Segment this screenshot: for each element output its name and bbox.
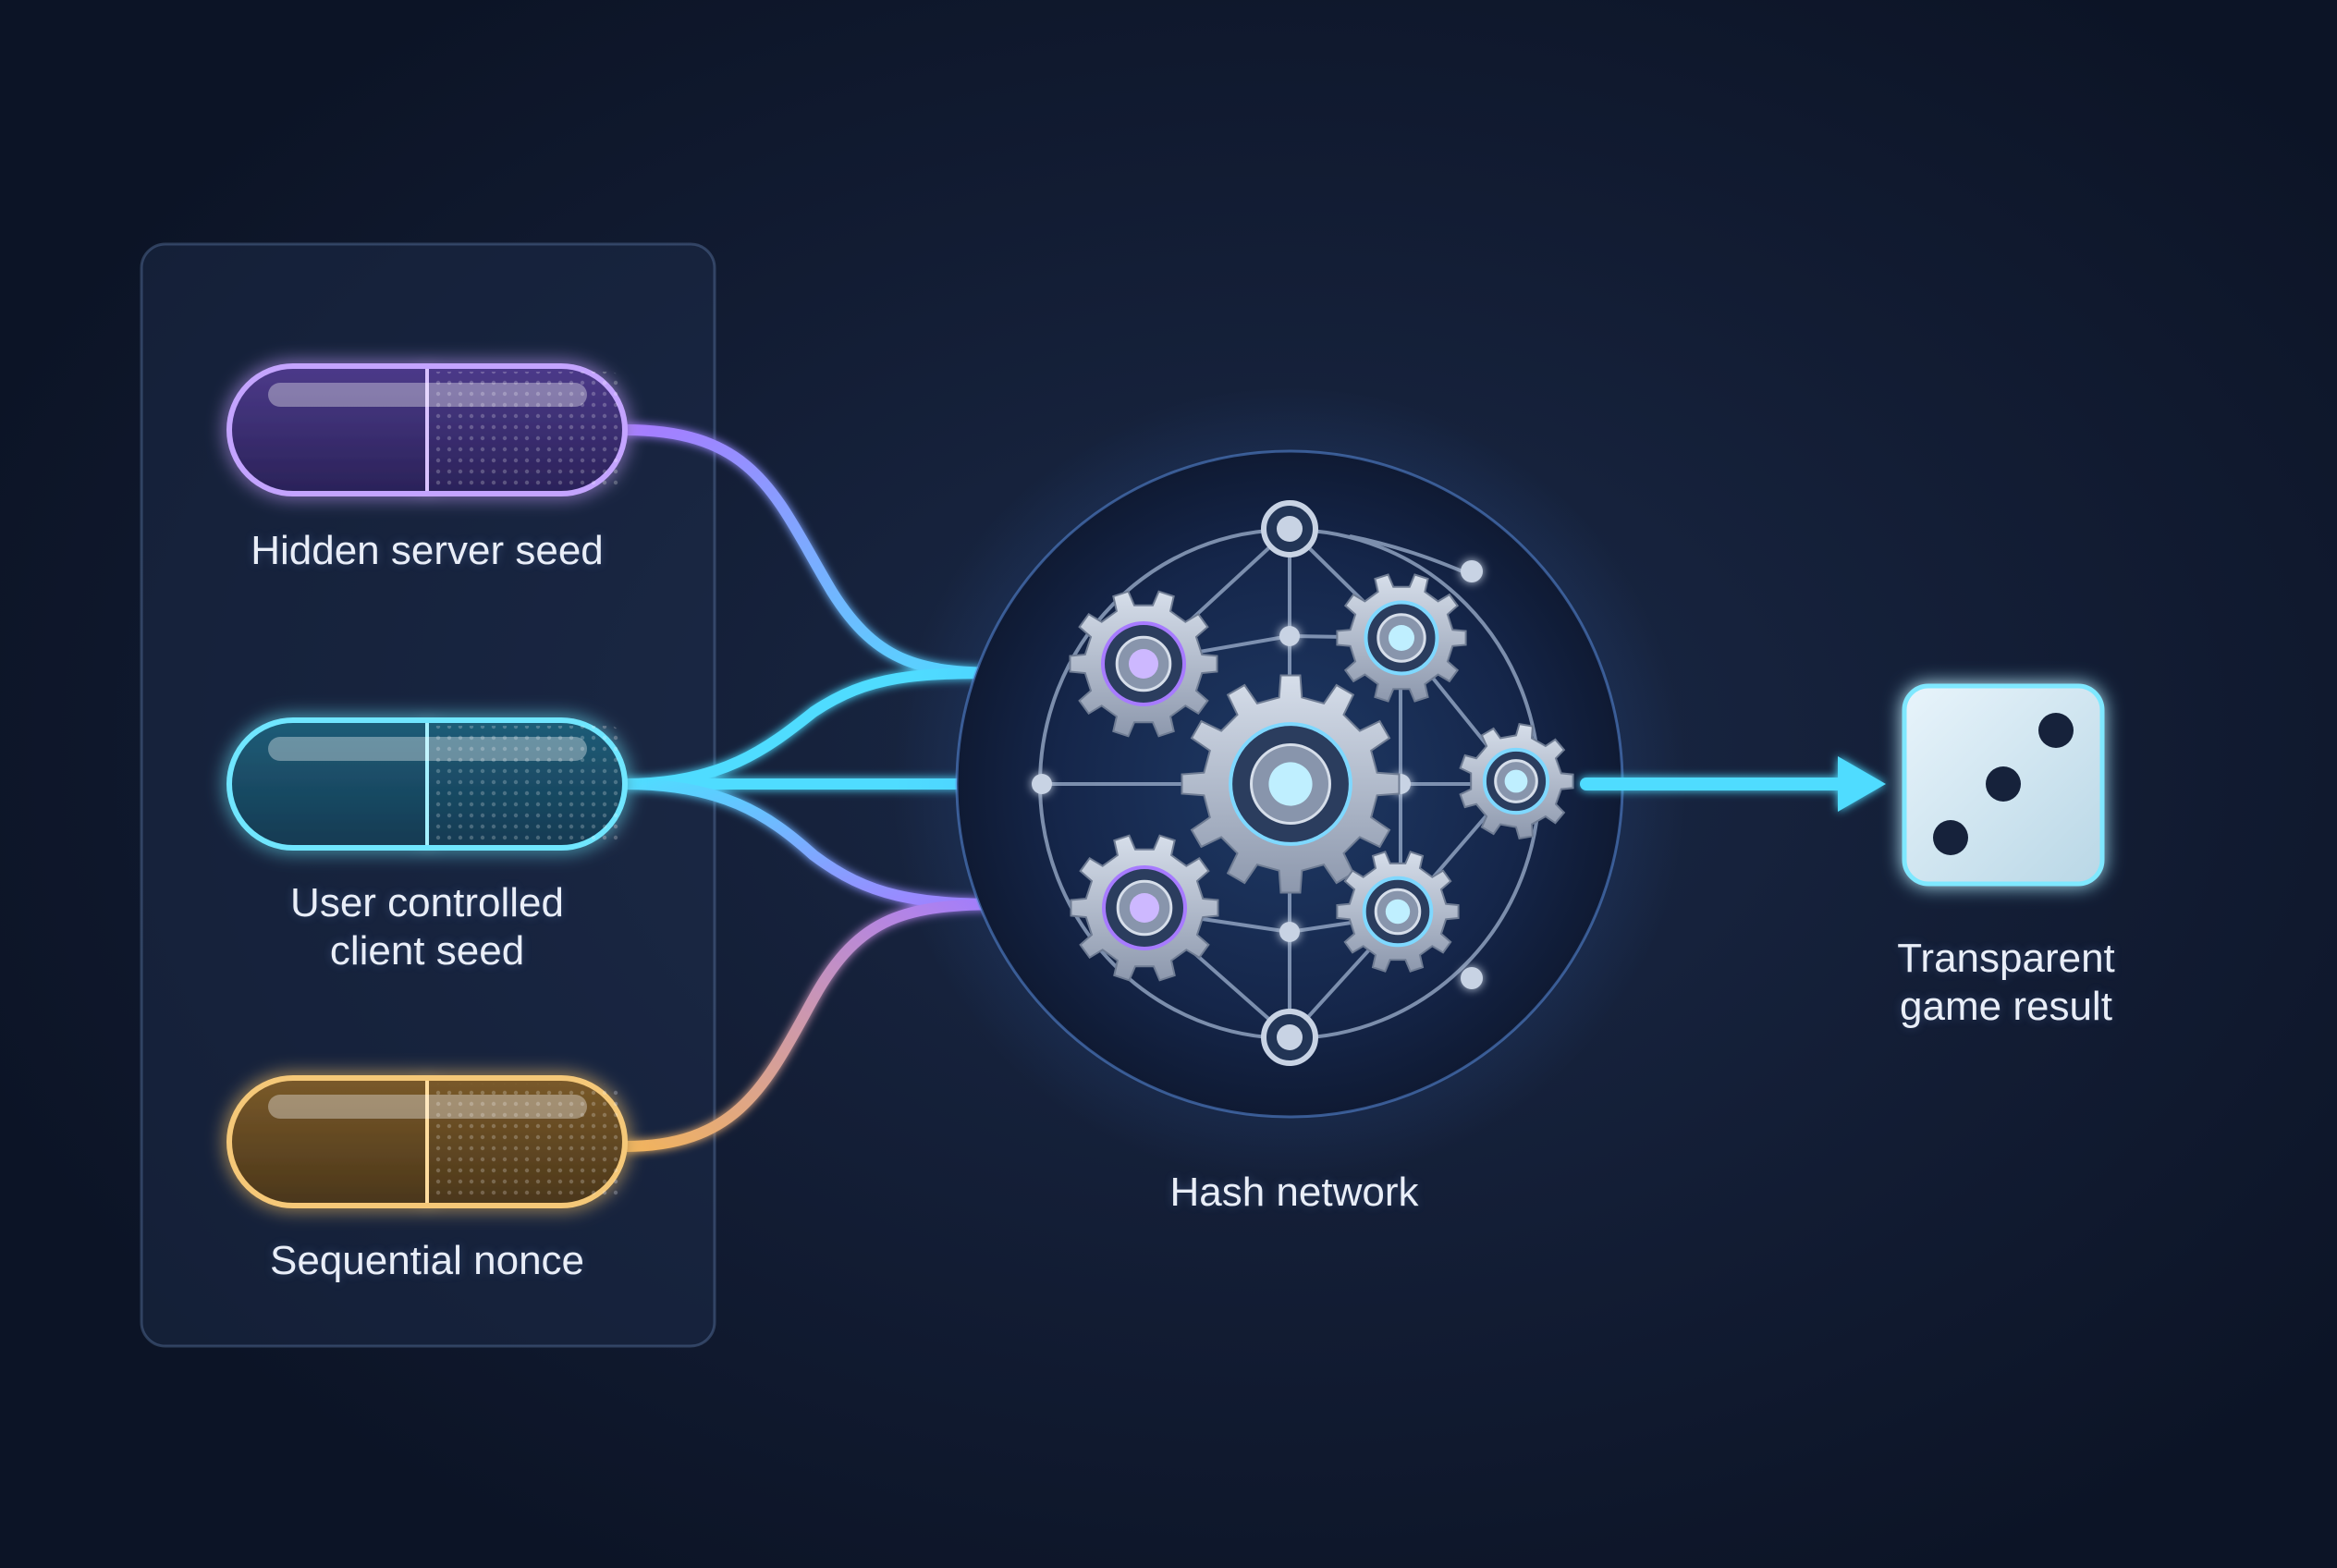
- label-server-seed: Hidden server seed: [251, 528, 604, 573]
- gears: [1069, 573, 1574, 982]
- gear-icon-top-right: [1336, 573, 1467, 703]
- network-nodes: [1032, 560, 1483, 989]
- pill-nonce: [226, 1075, 628, 1208]
- gear-icon-top-left: [1069, 590, 1218, 738]
- gear-icon-bottom-right: [1336, 851, 1460, 973]
- pill-client-seed: [226, 717, 628, 851]
- die-icon: [1902, 683, 2105, 887]
- pill-server-seed: [226, 363, 628, 496]
- gear-icon-center: [1181, 674, 1401, 894]
- gear-icon-bottom-left: [1070, 834, 1219, 982]
- label-result: Transparent game result: [1897, 936, 2115, 1029]
- label-nonce: Sequential nonce: [269, 1238, 585, 1283]
- gear-icon-right: [1459, 722, 1574, 840]
- output-arrow: [1580, 756, 1886, 812]
- label-hash-network: Hash network: [1169, 1170, 1419, 1215]
- label-client-seed: User controlled client seed: [290, 880, 564, 974]
